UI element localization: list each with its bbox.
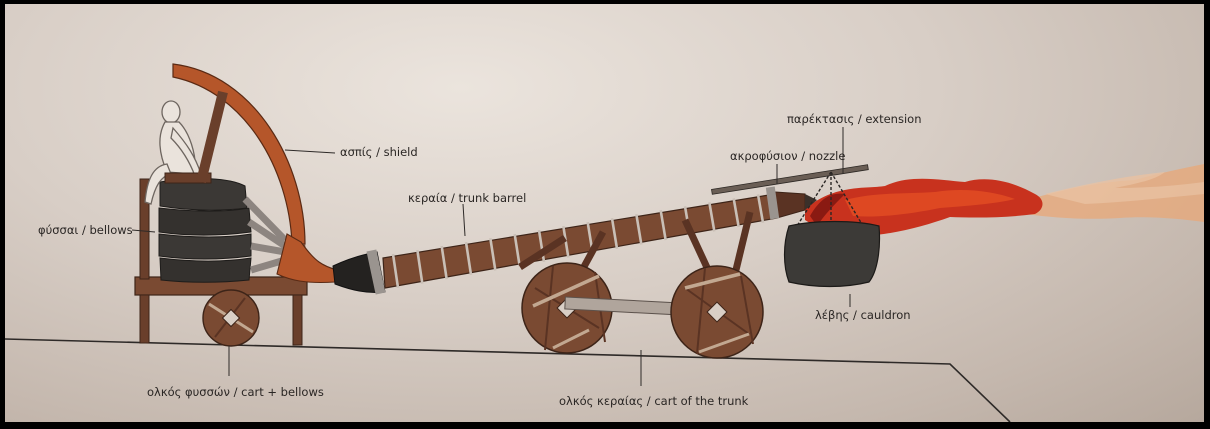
leader-lines [131, 127, 851, 386]
flamethrower-diagram: ασπίς / shield φύσσαι / bellows κεραία /… [5, 63, 1204, 422]
bellows-cart [134, 178, 308, 347]
ground-line [5, 338, 1011, 422]
extension-rod [711, 164, 869, 195]
flame-far [1025, 164, 1204, 222]
trunk-cart [521, 262, 764, 359]
label-extension: παρέκτασις / extension [787, 112, 921, 126]
bellows-cart-wheel [202, 289, 260, 347]
bellows-funnel [276, 233, 386, 295]
barrel-band [440, 245, 448, 280]
barrel-band [659, 210, 667, 241]
trunk-barrel [382, 186, 817, 289]
trunk-cart-wheel-front [670, 265, 764, 359]
operator-seat [164, 172, 212, 184]
label-cart-bellows: ολκός φυσσών / cart + bellows [147, 385, 324, 399]
flame-near [805, 178, 1043, 237]
barrel-band [537, 230, 546, 262]
cauldron-chains [796, 171, 864, 227]
cauldron [783, 220, 881, 288]
label-bellows: φύσσαι / bellows [38, 223, 133, 237]
barrel-band [416, 249, 424, 284]
barrel-band [489, 237, 497, 271]
barrel-band [708, 202, 716, 232]
barrel-band [562, 226, 570, 258]
barrel-band [635, 214, 643, 245]
barrel-band [513, 233, 521, 267]
label-nozzle: ακροφύσιον / nozzle [730, 149, 845, 163]
barrel-band [732, 198, 740, 228]
barrel-band [464, 241, 473, 276]
diagram-panel: ασπίς / shield φύσσαι / bellows κεραία /… [5, 4, 1204, 422]
barrel-band [756, 194, 765, 223]
label-shield: ασπίς / shield [340, 145, 418, 159]
label-trunk-barrel: κεραία / trunk barrel [408, 191, 526, 205]
bellows-stack [158, 178, 288, 283]
label-cauldron: λέβης / cauldron [815, 308, 911, 322]
label-cart-trunk: ολκός κεραίας / cart of the trunk [559, 394, 749, 408]
barrel-bands [391, 194, 765, 289]
barrel-band [610, 218, 619, 249]
barrel-band [391, 253, 400, 289]
